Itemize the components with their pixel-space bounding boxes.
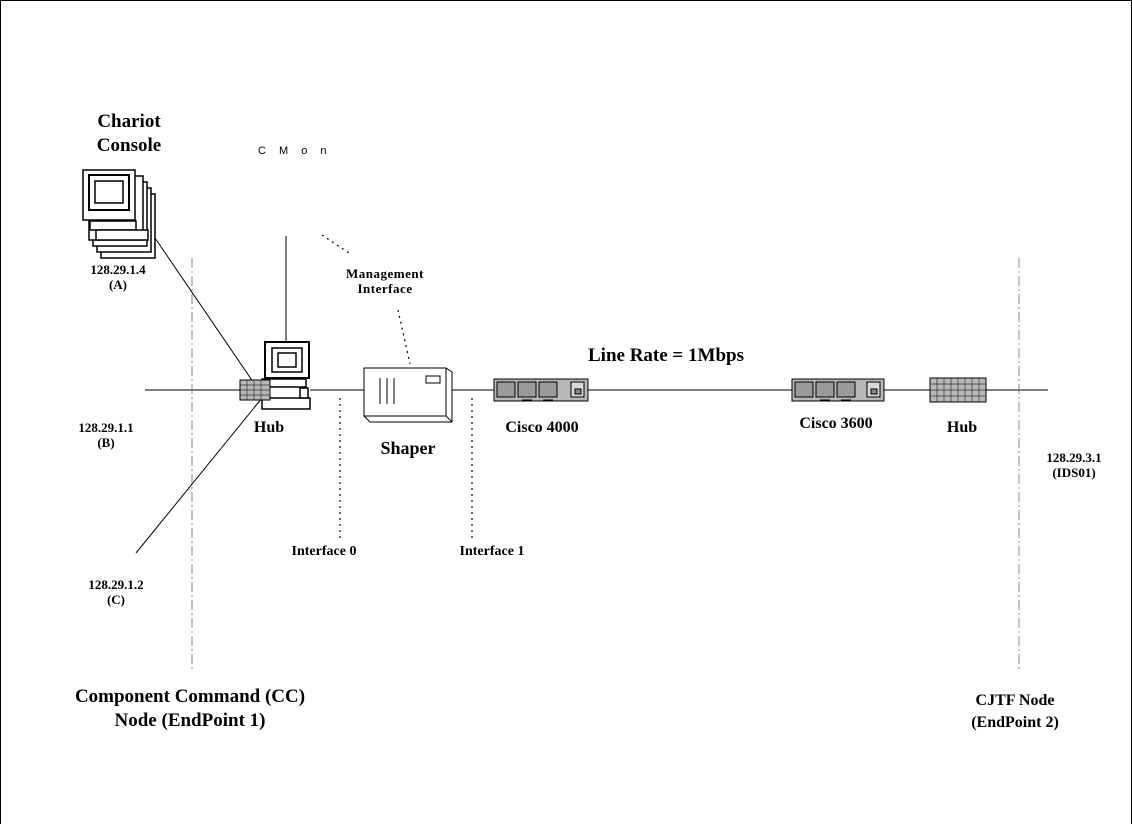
link-c-to-hub [136, 398, 262, 553]
chariot-console-computer-icon [83, 170, 155, 258]
cisco-3600-label: Cisco 3600 [799, 414, 872, 433]
cc-node-endpoint1-label: Component Command (CC) Node (EndPoint 1) [30, 685, 350, 733]
cjtf-node-endpoint2-label: CJTF Node (EndPoint 2) [945, 690, 1085, 734]
ip-address-b: 128.29.1.1 (B) [64, 420, 148, 450]
cmon-label: C M o n [258, 145, 332, 157]
interface-1-label: Interface 1 [460, 543, 525, 560]
line-rate-label: Line Rate = 1Mbps [588, 344, 744, 368]
chariot-console-label: Chariot Console [79, 110, 179, 158]
ip-address-ids01: 128.29.3.1 (IDS01) [1032, 450, 1116, 480]
management-interface-label: Management Interface [335, 266, 435, 296]
ip-address-c: 128.29.1.2 (C) [74, 577, 158, 607]
management-interface-line-lower [398, 310, 410, 364]
hub-icon [240, 380, 270, 400]
interface-0-label: Interface 0 [292, 543, 357, 560]
link-console-to-hub [155, 238, 262, 395]
cisco-4000-label: Cisco 4000 [505, 418, 578, 437]
management-interface-line-upper [322, 235, 352, 255]
shaper-icon [364, 368, 452, 422]
shaper-label: Shaper [380, 437, 435, 460]
hub-right-label: Hub [947, 418, 977, 437]
cisco-router-icon [792, 379, 884, 401]
hub-icon [930, 378, 986, 402]
ip-address-a: 128.29.1.4 (A) [76, 262, 160, 292]
hub-left-label: Hub [254, 418, 284, 437]
cisco-router-icon [494, 379, 588, 401]
